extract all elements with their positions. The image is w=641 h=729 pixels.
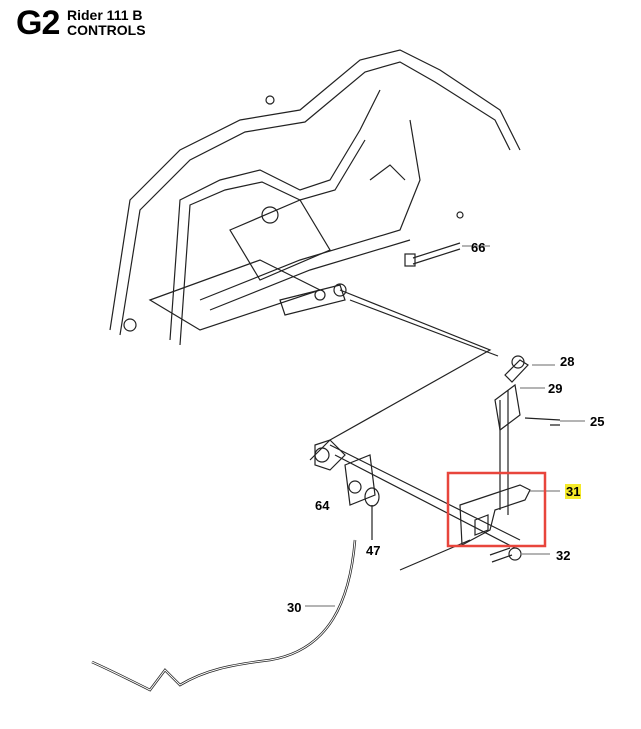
- part-label-47[interactable]: 47: [366, 543, 381, 558]
- part-label-31[interactable]: 31: [565, 484, 582, 499]
- highlighted-part-number: 31: [565, 484, 582, 499]
- section-code: G2: [16, 4, 60, 42]
- cable-30: [91, 539, 357, 692]
- part-label-29[interactable]: 29: [548, 381, 563, 396]
- highlight-box: [446, 471, 547, 548]
- bolts-32: [489, 547, 550, 563]
- long-bolt-66: [404, 242, 490, 267]
- part-label-28[interactable]: 28: [560, 354, 575, 369]
- part-label-25[interactable]: 25: [590, 414, 605, 429]
- model-name: Rider 111 B: [67, 7, 143, 23]
- lever-parts: [494, 355, 585, 515]
- part-label-64[interactable]: 64: [315, 498, 330, 513]
- part-label-32[interactable]: 32: [556, 548, 571, 563]
- part-label-30[interactable]: 30: [287, 600, 302, 615]
- mower-frame: [109, 49, 521, 346]
- bushing-47: [364, 487, 380, 540]
- bracket-64: [314, 439, 376, 506]
- part-label-66[interactable]: 66: [471, 240, 486, 255]
- section-title: CONTROLS: [67, 22, 146, 38]
